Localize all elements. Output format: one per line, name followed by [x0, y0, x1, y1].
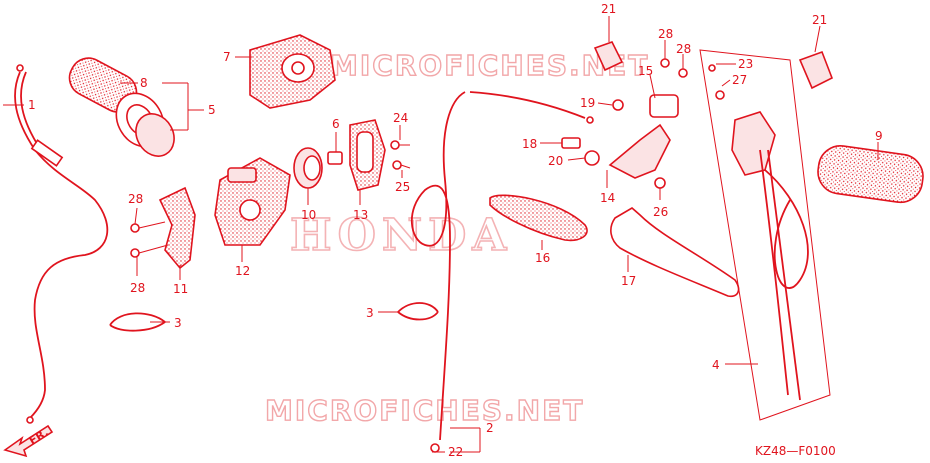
diagram-code: KZ48—F0100	[755, 444, 836, 458]
callout-22: 22	[448, 445, 463, 459]
part-throttle-pulley	[293, 147, 343, 189]
callout-23: 23	[738, 57, 753, 71]
part-throttle-grip	[68, 57, 175, 157]
callout-28a: 28	[658, 27, 673, 41]
callout-4: 4	[712, 358, 720, 372]
callout-10: 10	[301, 208, 316, 222]
callout-21a: 21	[601, 2, 616, 16]
callout-13: 13	[353, 208, 368, 222]
callout-1: 1	[28, 98, 36, 112]
callout-19: 19	[580, 96, 595, 110]
part-screws-24-25	[390, 140, 411, 170]
callout-12: 12	[235, 264, 250, 278]
part-lever-bracket	[561, 58, 688, 189]
part-clutch-lever	[610, 207, 740, 298]
callout-2: 2	[486, 421, 494, 435]
part-lever-cover	[489, 194, 588, 242]
callout-5: 5	[208, 103, 216, 117]
callout-8: 8	[140, 76, 148, 90]
part-left-grip	[817, 145, 924, 204]
watermark-top: MICROFICHES.NET	[330, 49, 649, 82]
callout-27: 27	[732, 73, 747, 87]
callouts: 1 2 3 3 4 5 6 7 8 9 10 11 12 13 14	[3, 2, 883, 459]
brand-watermark: HONDA	[290, 210, 512, 261]
callout-16: 16	[535, 251, 550, 265]
callout-20: 20	[548, 154, 563, 168]
callout-17: 17	[621, 274, 636, 288]
callout-28d: 28	[130, 281, 145, 295]
callout-25: 25	[395, 180, 410, 194]
part-clutch-cable	[410, 91, 594, 453]
callout-11: 11	[173, 282, 188, 296]
callout-7: 7	[223, 50, 231, 64]
callout-28c: 28	[128, 192, 143, 206]
callout-15: 15	[638, 64, 653, 78]
callout-26: 26	[653, 205, 668, 219]
callout-24: 24	[393, 111, 408, 125]
callout-9: 9	[875, 129, 883, 143]
part-throttle-housing-lower	[214, 157, 291, 246]
direction-indicator: FR.	[3, 424, 54, 458]
callout-28b: 28	[676, 42, 691, 56]
part-band-21	[593, 41, 834, 90]
callout-21b: 21	[812, 13, 827, 27]
watermark-bottom: MICROFICHES.NET	[265, 394, 584, 427]
part-band-clips	[109, 302, 439, 332]
callout-6: 6	[332, 117, 340, 131]
part-throttle-cable	[14, 64, 109, 424]
part-stop-switch	[699, 49, 831, 421]
callout-3a: 3	[174, 316, 182, 330]
callout-18: 18	[522, 137, 537, 151]
part-throttle-cover	[349, 119, 386, 191]
callout-14: 14	[600, 191, 615, 205]
callout-3b: 3	[366, 306, 374, 320]
part-throttle-housing-upper	[249, 34, 336, 109]
